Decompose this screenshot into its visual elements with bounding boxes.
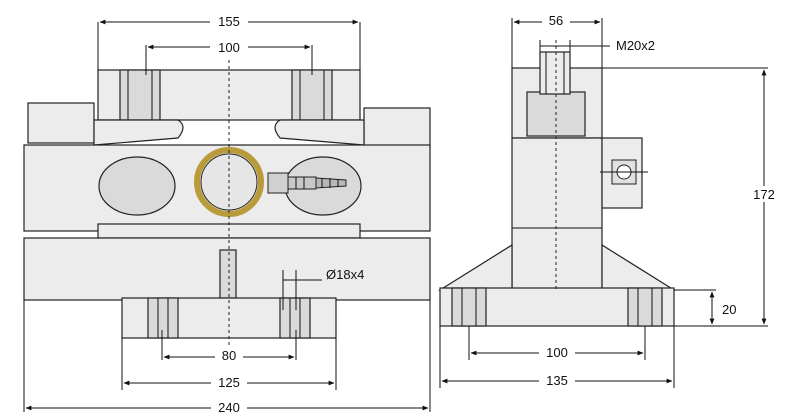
side-base-slope: [437, 243, 513, 291]
dim-56: 56: [549, 13, 563, 28]
front-view-dimensions: 155 100 Ø18x4 80 125 240: [23, 12, 431, 415]
dim-172: 172: [753, 187, 775, 202]
body-ellipse-left: [98, 156, 176, 216]
center-pin: [219, 249, 237, 299]
right-side-block: [363, 107, 431, 149]
dim-80: 80: [222, 348, 236, 363]
side-view-dimensions: 56 M20x2 172 20 100 135: [439, 12, 780, 388]
side-body: [511, 137, 603, 291]
dim-hole-spec: Ø18x4: [326, 267, 364, 282]
top-mount-slot-right: [291, 69, 333, 121]
dim-thread: M20x2: [616, 38, 655, 53]
dim-100-top: 100: [218, 40, 240, 55]
dim-240: 240: [218, 400, 240, 415]
dim-155: 155: [218, 14, 240, 29]
dim-20: 20: [722, 302, 736, 317]
side-view: [437, 40, 677, 327]
left-side-block: [27, 102, 95, 144]
top-mount-slot-left: [119, 69, 161, 121]
dim-125: 125: [218, 375, 240, 390]
dim-135: 135: [546, 373, 568, 388]
dim-100-side: 100: [546, 345, 568, 360]
grease-fitting: [267, 172, 289, 194]
front-view: [23, 60, 431, 345]
